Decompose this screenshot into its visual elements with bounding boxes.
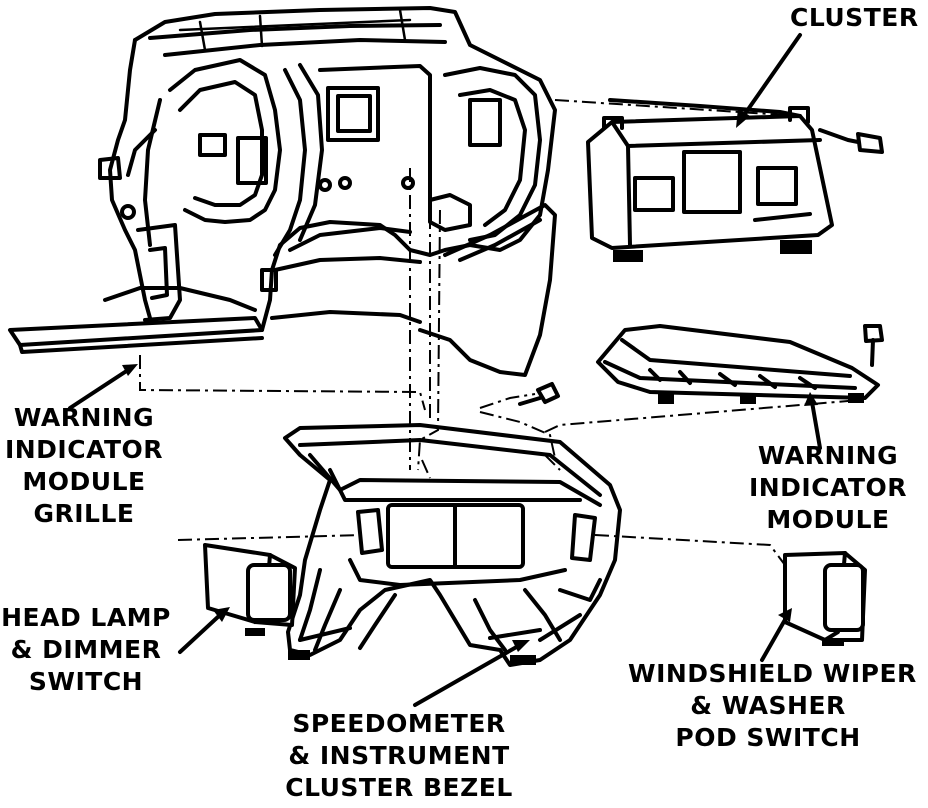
label-cluster-bezel: SPEEDOMETER & INSTRUMENT CLUSTER BEZEL: [285, 708, 513, 804]
label-line: & INSTRUMENT: [288, 741, 510, 770]
label-line: INDICATOR: [4, 435, 164, 464]
label-line: HEAD LAMP: [1, 603, 171, 632]
warning-indicator-module-part: [518, 324, 884, 406]
label-line: POD SWITCH: [675, 723, 861, 752]
label-line: MODULE: [766, 505, 890, 534]
label-line: WINDSHIELD WIPER: [628, 659, 917, 688]
label-line: & DIMMER: [10, 635, 162, 664]
cluster-bezel-part: [283, 423, 622, 667]
label-line: WARNING: [13, 403, 155, 432]
dashboard-frame: [98, 6, 557, 377]
label-headlamp-switch: HEAD LAMP & DIMMER SWITCH: [0, 602, 172, 698]
warning-indicator-grille-part: [8, 316, 264, 354]
label-line: MODULE: [22, 467, 146, 496]
label-warning-indicator-grille: WARNING INDICATOR MODULE GRILLE: [4, 402, 164, 530]
label-line: SWITCH: [28, 667, 144, 696]
label-cluster-line: CLUSTER: [790, 3, 919, 32]
label-line: WARNING: [757, 441, 899, 470]
guide-lines: [139, 99, 861, 566]
label-line: SPEEDOMETER: [292, 709, 506, 738]
leader-arrows: [68, 33, 822, 707]
label-line: GRILLE: [33, 499, 135, 528]
label-wiper-switch: WINDSHIELD WIPER & WASHER POD SWITCH: [628, 658, 917, 754]
label-line: CLUSTER BEZEL: [285, 773, 513, 802]
label-cluster: CLUSTER: [790, 2, 919, 34]
label-line: INDICATOR: [748, 473, 908, 502]
headlamp-switch-part: [203, 543, 297, 636]
label-warning-indicator-module: WARNING INDICATOR MODULE: [748, 440, 908, 536]
cluster-part: [586, 98, 884, 262]
label-line: & WASHER: [690, 691, 846, 720]
wiper-switch-part: [783, 551, 867, 646]
